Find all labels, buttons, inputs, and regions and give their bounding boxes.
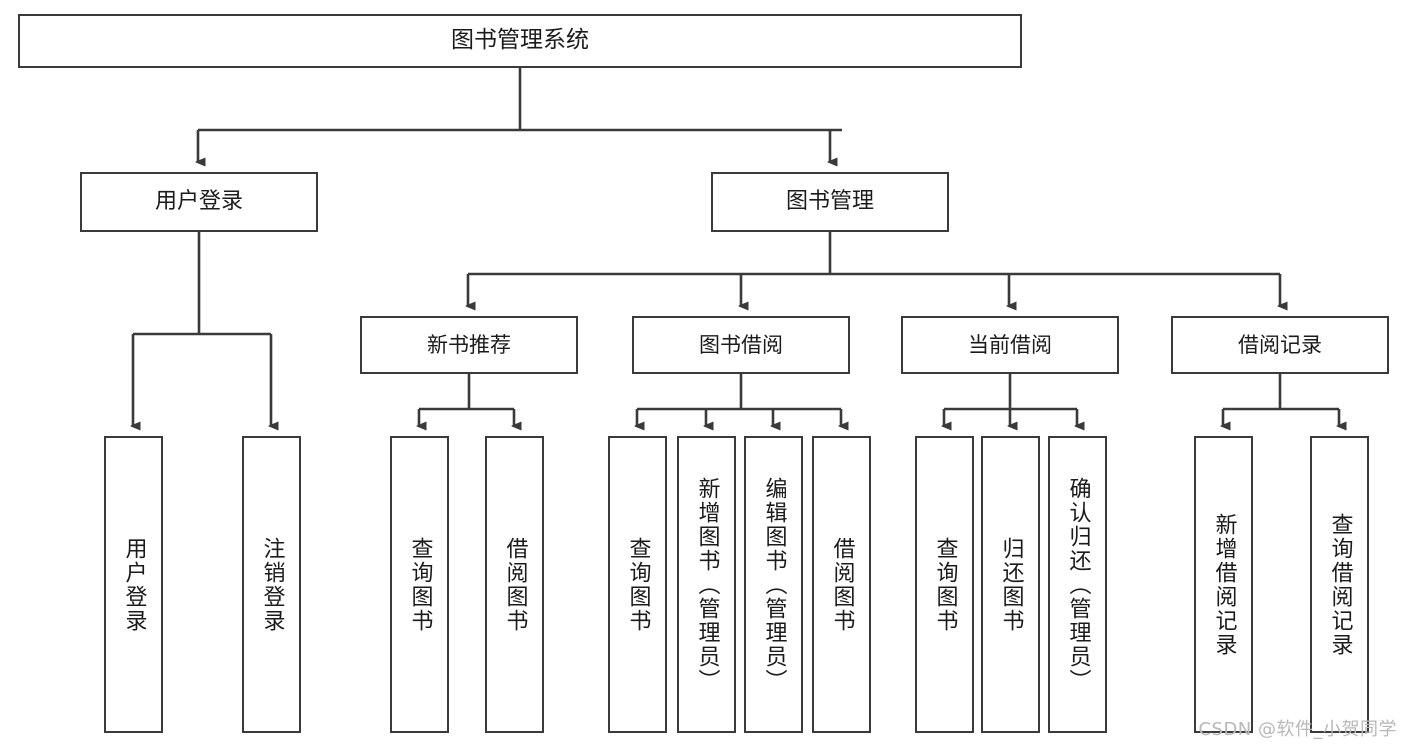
leaf-borrow-record-query[interactable]: 查询借阅记录 xyxy=(1310,436,1369,733)
leaf-label: 查询借阅记录 xyxy=(1327,512,1353,657)
node-book-borrow[interactable]: 图书借阅 xyxy=(632,316,850,374)
leaf-label: 查询图书 xyxy=(932,536,958,633)
leaf-book-borrow-add[interactable]: 新增图书（管理员） xyxy=(677,436,736,733)
leaf-label: 编辑图书（管理员） xyxy=(761,476,787,693)
leaf-new-book-query[interactable]: 查询图书 xyxy=(390,436,449,733)
node-book-management-label: 图书管理 xyxy=(785,189,874,215)
leaf-label: 借阅图书 xyxy=(829,536,855,633)
leaf-label: 确认归还（管理员） xyxy=(1065,476,1091,693)
watermark-text: CSDN @软件_小贺同学 xyxy=(1198,719,1397,740)
leaf-label: 用户登录 xyxy=(121,536,147,633)
leaf-book-borrow-borrow[interactable]: 借阅图书 xyxy=(812,436,871,733)
node-borrow-record-label: 借阅记录 xyxy=(1238,332,1322,357)
node-current-borrow-label: 当前借阅 xyxy=(968,332,1052,357)
leaf-current-borrow-query[interactable]: 查询图书 xyxy=(915,436,974,733)
leaf-current-borrow-return[interactable]: 归还图书 xyxy=(981,436,1040,733)
leaf-new-book-borrow[interactable]: 借阅图书 xyxy=(485,436,544,733)
leaf-user-login-login[interactable]: 用户登录 xyxy=(104,436,163,733)
leaf-label: 查询图书 xyxy=(407,536,433,633)
node-book-borrow-label: 图书借阅 xyxy=(699,332,783,357)
leaf-book-borrow-query[interactable]: 查询图书 xyxy=(608,436,667,733)
node-borrow-record[interactable]: 借阅记录 xyxy=(1171,316,1389,374)
node-new-book-recommend-label: 新书推荐 xyxy=(427,332,511,357)
leaf-label: 注销登录 xyxy=(259,536,285,633)
leaf-label: 新增图书（管理员） xyxy=(694,476,720,693)
node-user-login[interactable]: 用户登录 xyxy=(80,172,318,232)
leaf-borrow-record-add[interactable]: 新增借阅记录 xyxy=(1194,436,1253,733)
node-book-management[interactable]: 图书管理 xyxy=(711,172,949,232)
leaf-book-borrow-edit[interactable]: 编辑图书（管理员） xyxy=(744,436,803,733)
node-root-label: 图书管理系统 xyxy=(451,27,589,54)
leaf-label: 归还图书 xyxy=(998,536,1024,633)
node-new-book-recommend[interactable]: 新书推荐 xyxy=(360,316,578,374)
node-current-borrow[interactable]: 当前借阅 xyxy=(901,316,1119,374)
leaf-label: 新增借阅记录 xyxy=(1211,512,1237,657)
leaf-label: 查询图书 xyxy=(625,536,651,633)
node-user-login-label: 用户登录 xyxy=(154,189,243,215)
leaf-current-borrow-confirm-return[interactable]: 确认归还（管理员） xyxy=(1048,436,1107,733)
node-root-system[interactable]: 图书管理系统 xyxy=(18,14,1022,68)
leaf-label: 借阅图书 xyxy=(502,536,528,633)
leaf-user-login-logout[interactable]: 注销登录 xyxy=(242,436,301,733)
